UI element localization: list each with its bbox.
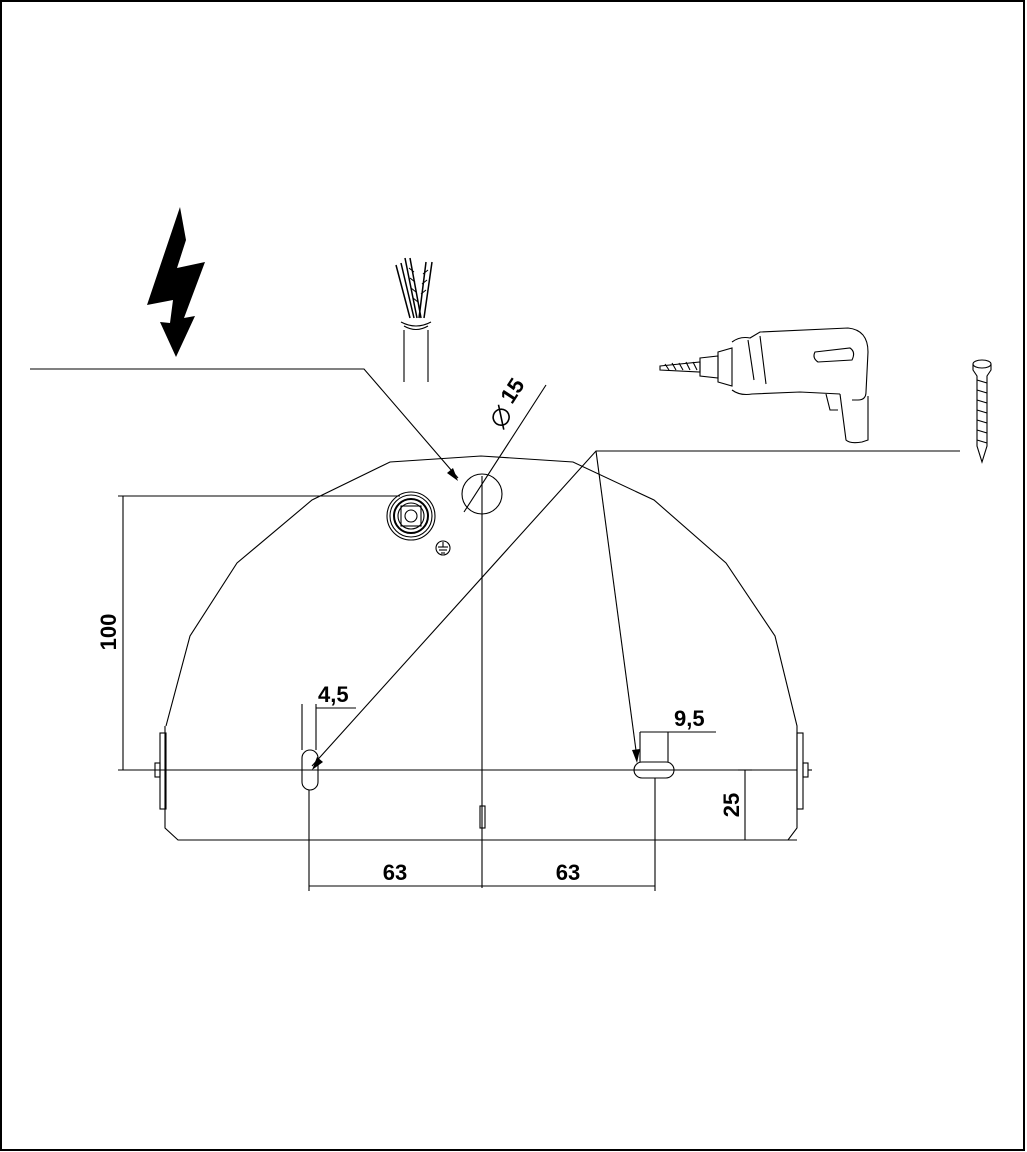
dim-label-100: 100 <box>96 614 121 651</box>
earth-terminal <box>386 491 436 541</box>
diameter-leader <box>463 384 547 513</box>
dim-label-4-5: 4,5 <box>318 682 349 707</box>
diameter-symbol <box>492 404 510 430</box>
leader-line-power <box>30 368 459 479</box>
earth-ground-icon <box>435 540 451 556</box>
center-mark <box>479 805 486 829</box>
leader-arrow-power <box>447 468 458 481</box>
dim-label-15: 15 <box>495 374 529 408</box>
left-mounting-tab <box>154 732 167 810</box>
dim-label-25: 25 <box>719 793 744 817</box>
leader-arrow-right-slot <box>632 749 640 763</box>
wall-plug-screw-icon <box>972 359 992 464</box>
left-slot <box>301 749 319 791</box>
power-drill-icon <box>659 327 869 444</box>
housing-outline <box>164 455 798 841</box>
right-mounting-tab <box>796 732 809 810</box>
cable-wires-icon <box>395 257 433 382</box>
dim-label-63-right: 63 <box>556 860 580 885</box>
right-slot <box>633 761 675 779</box>
dim-label-63-left: 63 <box>383 860 407 885</box>
lightning-warning-icon <box>147 207 205 357</box>
dim-label-9-5: 9,5 <box>674 706 705 731</box>
leader-line-screw-right <box>595 450 638 759</box>
